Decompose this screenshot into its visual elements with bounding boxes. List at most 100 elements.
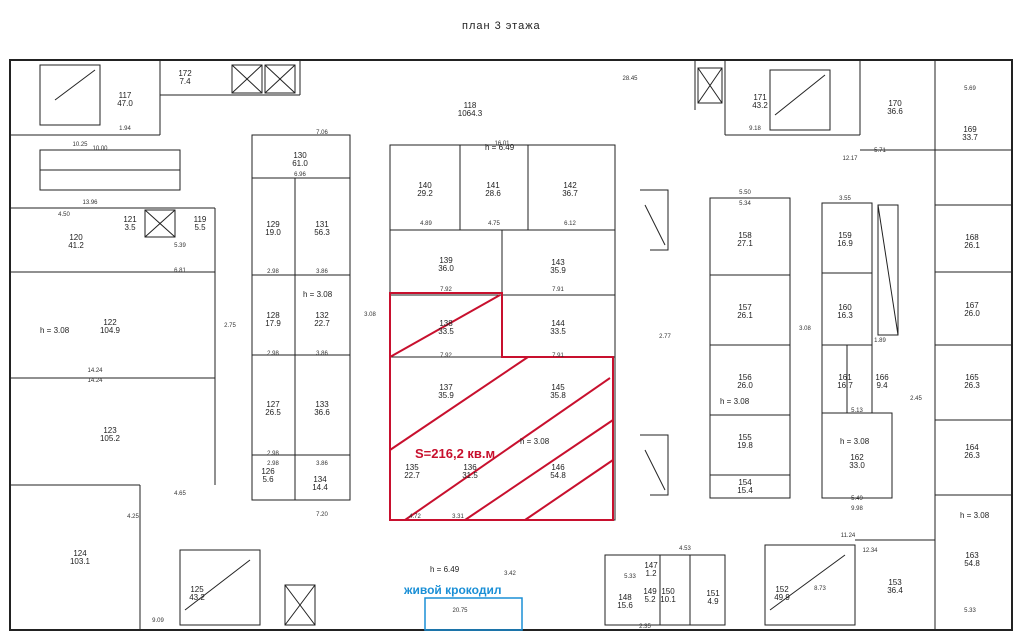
room-number: 132 [315, 311, 329, 320]
stair-top-right [769, 69, 831, 131]
dimension-label: 3.86 [316, 269, 328, 275]
stair-bottom-right [764, 544, 856, 626]
dimension-label: 3.55 [839, 196, 851, 202]
dimension-label: 9.98 [851, 506, 863, 512]
room-area: 35.9 [550, 266, 566, 275]
ceiling-height: h = 3.08 [40, 326, 70, 335]
room-area: 43.2 [752, 101, 768, 110]
dimension-labels: 28.4510.2510.0013.967.0616.016.9612.175.… [0, 0, 976, 630]
dimension-label: 10.00 [92, 146, 108, 152]
dimension-label: 4.89 [420, 221, 432, 227]
dimension-label: 7.91 [552, 353, 564, 359]
ceiling-height: h = 6.49 [430, 565, 460, 574]
dimension-label: 5.33 [964, 608, 976, 614]
room-number: 164 [965, 443, 979, 452]
room-area: 26.1 [964, 241, 980, 250]
stair-bottom-left [179, 549, 261, 626]
room-area: 1064.3 [458, 109, 483, 118]
dimension-label: 3.86 [316, 461, 328, 467]
plan-title: план 3 этажа [462, 20, 541, 32]
dimension-label: 8.73 [814, 586, 826, 592]
room-number: 123 [103, 426, 117, 435]
room-area: 17.9 [265, 319, 281, 328]
room-number: 161 [838, 373, 852, 382]
room-number: 126 [261, 467, 275, 476]
room-number: 139 [439, 256, 453, 265]
dimension-label: 7.69 [0, 0, 6, 2]
dimension-label: 2.98 [267, 451, 279, 457]
room-number: 143 [551, 258, 565, 267]
room-number: 150 [661, 587, 675, 596]
room-number: 149 [643, 587, 657, 596]
room-number: 165 [965, 373, 979, 382]
room-area: 104.9 [100, 326, 121, 335]
restrooms [604, 554, 726, 626]
dimension-label: 5.34 [739, 201, 751, 207]
dimension-label: 14.24 [87, 368, 103, 374]
dimension-label: 2.98 [267, 461, 279, 467]
room-number: 135 [405, 463, 419, 472]
dimension-label: 5.50 [739, 190, 751, 196]
room-number: 147 [644, 561, 658, 570]
room-number: 136 [463, 463, 477, 472]
room-area: 16.7 [837, 381, 853, 390]
dimension-label: 7.91 [552, 287, 564, 293]
caption-box [424, 597, 523, 631]
room-number: 158 [738, 231, 752, 240]
room-area: 10.1 [660, 595, 676, 604]
room-area: 27.1 [737, 239, 753, 248]
dimension-label: 12.17 [842, 156, 858, 162]
dimension-label: 4.50 [58, 212, 70, 218]
room-number: 153 [888, 578, 902, 587]
room-area: 19.0 [265, 228, 281, 237]
room-area: 15.6 [617, 601, 633, 610]
dimension-label: 2.35 [639, 624, 651, 630]
dimension-label: 6.96 [294, 172, 306, 178]
dimension-label: 28.45 [622, 76, 638, 82]
dimension-label: 1.94 [119, 126, 131, 132]
room-area: 105.2 [100, 434, 121, 443]
room-number: 171 [753, 93, 767, 102]
ceiling-height: h = 3.08 [303, 290, 333, 299]
dimension-label: 4.72 [409, 514, 421, 520]
room-area: 19.8 [737, 441, 753, 450]
room-number: 131 [315, 220, 329, 229]
dimension-label: 4.53 [679, 546, 691, 552]
room-number: 151 [706, 589, 720, 598]
room-area: 103.1 [70, 557, 91, 566]
dimension-label: 4.25 [127, 514, 139, 520]
dimension-label: 10.25 [72, 142, 88, 148]
room-area: 28.6 [485, 189, 501, 198]
room-area: 22.7 [404, 471, 420, 480]
dimension-label: 2.77 [659, 334, 671, 340]
area-label: S=216,2 кв.м [415, 446, 495, 461]
room-number: 137 [439, 383, 453, 392]
room-area: 29.2 [417, 189, 433, 198]
room-number: 119 [194, 215, 207, 224]
dimension-label: 5.33 [624, 574, 636, 580]
dimension-label: 20.75 [452, 608, 468, 614]
room-area: 15.4 [737, 486, 753, 495]
room-area: 33.5 [550, 327, 566, 336]
room-area: 43.2 [189, 593, 205, 602]
block-right-1 [709, 197, 791, 499]
room-number: 133 [315, 400, 329, 409]
room-area: 61.0 [292, 159, 308, 168]
room-number: 140 [418, 181, 432, 190]
room-number: 138 [439, 319, 453, 328]
stair-top-left [39, 64, 101, 126]
dimension-label: 2.98 [267, 351, 279, 357]
room-number: 167 [965, 301, 979, 310]
elevator-shaft [697, 67, 723, 104]
room-number: 142 [563, 181, 577, 190]
ceiling-height: h = 6.49 [485, 143, 515, 152]
dimension-label: 14.24 [87, 378, 103, 384]
room-number: 168 [965, 233, 979, 242]
dimension-label: 2.98 [267, 269, 279, 275]
room-number: 148 [618, 593, 632, 602]
dimension-label: 7.92 [440, 353, 452, 359]
room-number: 154 [738, 478, 752, 487]
room-number: 157 [738, 303, 752, 312]
room-number: 134 [313, 475, 327, 484]
block-center-left [251, 134, 351, 501]
